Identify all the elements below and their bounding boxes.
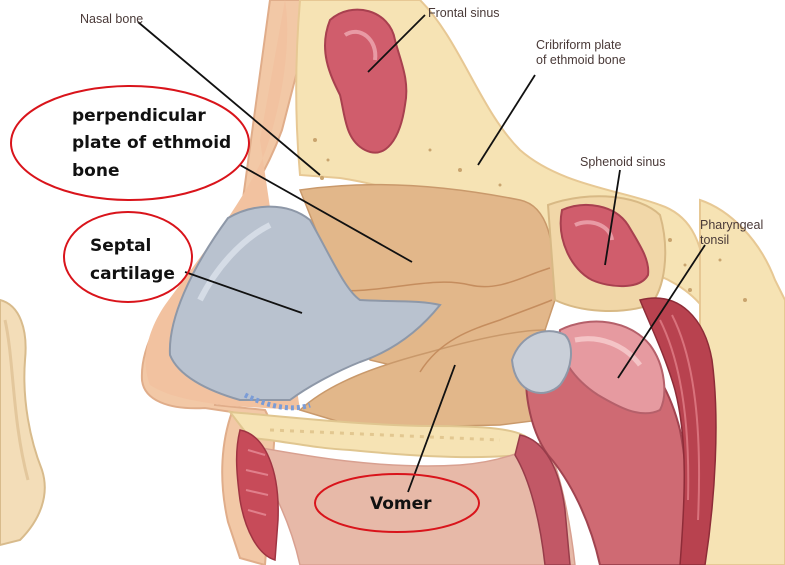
label-cribriform-line1: Cribriform plate (536, 38, 621, 53)
label-pharyngeal-line2: tonsil (700, 233, 729, 248)
label-cribriform-line2: of ethmoid bone (536, 53, 626, 68)
label-pharyngeal-line1: Pharyngeal (700, 218, 763, 233)
label-perpendicular-line1: perpendicular (72, 104, 206, 129)
label-sphenoid-sinus: Sphenoid sinus (580, 155, 665, 170)
label-perpendicular-line2: plate of ethmoid (72, 131, 231, 156)
label-septal-line1: Septal (90, 234, 151, 259)
label-nasal-bone: Nasal bone (80, 12, 143, 27)
label-frontal-sinus: Frontal sinus (428, 6, 500, 21)
label-septal-line2: cartilage (90, 262, 175, 287)
label-perpendicular-line3: bone (72, 159, 119, 184)
label-vomer: Vomer (370, 492, 432, 517)
